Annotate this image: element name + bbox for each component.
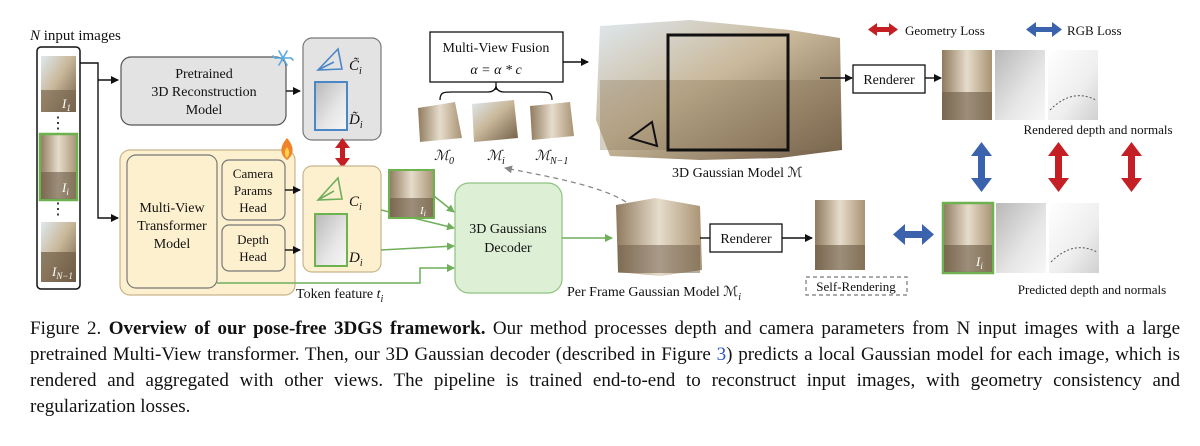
input-images-label: N input images	[29, 28, 121, 44]
input-ellipsis-top: ⋮	[50, 115, 66, 132]
camera-icon	[627, 120, 659, 148]
input-image-1: I1	[41, 56, 76, 113]
predicted-depth-normals-label: Predicted depth and normals	[1018, 282, 1166, 297]
geometry-loss-vertical-arrow-normal	[1121, 142, 1142, 192]
svg-text:Decoder: Decoder	[484, 241, 532, 256]
svg-text:Renderer: Renderer	[863, 73, 915, 88]
predicted-outputs-box: Ci Di	[302, 165, 382, 273]
gaussian-scene-image	[596, 20, 842, 160]
token-feature-label: Token feature ti	[296, 287, 384, 305]
svg-text:Renderer: Renderer	[720, 232, 772, 247]
caption-title: Overview of our pose-free 3DGS framework…	[108, 318, 486, 339]
svg-text:Params: Params	[234, 183, 272, 198]
input-image-n: IN−1	[41, 222, 76, 282]
svg-text:IN−1: IN−1	[51, 264, 73, 281]
caption-figure-ref[interactable]: 3	[716, 344, 727, 365]
partial-model-n: ℳN−1	[530, 102, 574, 167]
geometry-loss-vertical-arrow-depth	[1048, 142, 1069, 192]
svg-text:Geometry Loss: Geometry Loss	[905, 23, 985, 38]
svg-text:Model: Model	[154, 237, 191, 252]
self-rendering-frame	[805, 276, 908, 296]
svg-text:RGB Loss: RGB Loss	[1067, 23, 1122, 38]
svg-text:Ii: Ii	[975, 254, 983, 271]
predicted-depth-label: Di	[348, 250, 363, 269]
pretrained-outputs-box: C̃i D̃i	[302, 37, 382, 141]
camera-head-box: Camera Params Head	[221, 159, 286, 221]
fusion-box: Multi-View Fusion α = α * c	[429, 31, 564, 83]
self-rendered-image	[815, 200, 865, 270]
pretrained-depth-label: D̃i	[348, 112, 363, 131]
caption-body-2: ) predicts a local Gaussian model for ea…	[30, 344, 1180, 417]
input-image-i: Ii	[38, 132, 79, 202]
input-to-mvt-arrow	[80, 62, 119, 222]
partial-model-i: ℳi	[472, 100, 518, 167]
predicted-normal-image	[1049, 203, 1099, 273]
svg-text:3D Gaussians: 3D Gaussians	[469, 222, 546, 237]
figure-caption: Figure 2. Overview of our pose-free 3DGS…	[30, 316, 1180, 420]
svg-text:Head: Head	[239, 200, 267, 215]
depth-to-decoder-arrow	[380, 242, 455, 251]
svg-text:Pretrained: Pretrained	[175, 67, 233, 82]
svg-text:ℳ0: ℳ0	[434, 149, 454, 167]
per-frame-gaussian-image	[616, 198, 702, 276]
fusion-brace	[439, 85, 553, 101]
svg-text:Transformer: Transformer	[137, 219, 207, 234]
gaussians-decoder-box: 3D Gaussians Decoder	[454, 182, 563, 294]
rendered-normal-image	[1048, 50, 1098, 120]
legend-geometry: Geometry Loss	[868, 23, 985, 38]
svg-text:Head: Head	[239, 249, 267, 264]
svg-text:α = α * c: α = α * c	[470, 63, 522, 78]
caption-body-1: Our method processes depth and camera pa…	[30, 318, 1181, 365]
partial-model-0: ℳ0	[418, 102, 462, 167]
camera-icon	[316, 176, 343, 201]
predicted-camera-label: Ci	[349, 194, 362, 213]
pretrained-camera-label: C̃i	[349, 57, 362, 77]
svg-text:Depth: Depth	[237, 232, 269, 247]
svg-text:I1: I1	[61, 96, 71, 113]
predicted-rgb-image: Ii	[941, 201, 995, 275]
svg-text:Ii: Ii	[61, 180, 69, 197]
input-ellipsis-bottom: ⋮	[50, 201, 66, 218]
renderer-bottom-box: Renderer	[709, 223, 783, 253]
pretrained-model-box: Pretrained 3D Reconstruction Model	[120, 56, 287, 126]
geometry-loss-arrow-left	[335, 138, 350, 168]
fire-icon	[281, 138, 293, 160]
gaussian-model-label: 3D Gaussian Model ℳ	[672, 166, 802, 181]
image-to-decoder-arrow	[433, 195, 455, 213]
per-frame-to-fusion-dashed-arrow	[504, 165, 627, 203]
renderer-top-box: Renderer	[852, 64, 926, 94]
per-frame-model-label: Per Frame Gaussian Model ℳi	[567, 285, 741, 303]
svg-text:Multi-View Fusion: Multi-View Fusion	[443, 41, 550, 56]
legend-rgb: RGB Loss	[1026, 22, 1122, 38]
depth-head-box: Depth Head	[221, 224, 286, 272]
rendered-depth-image	[995, 50, 1045, 120]
svg-text:Camera: Camera	[233, 166, 274, 181]
svg-text:ℳN−1: ℳN−1	[535, 149, 568, 167]
svg-text:3D Reconstruction: 3D Reconstruction	[151, 85, 256, 100]
svg-text:ℳi: ℳi	[487, 149, 505, 167]
mvt-model-box: Multi-View Transformer Model	[126, 154, 218, 289]
snowflake-icon	[272, 50, 294, 66]
predicted-depth-image	[996, 203, 1046, 273]
caption-prefix: Figure 2.	[30, 318, 102, 339]
svg-text:Multi-View: Multi-View	[139, 201, 205, 216]
token-feature-arrow	[217, 264, 455, 284]
rendered-rgb-image	[942, 50, 992, 120]
rendered-depth-normals-label: Rendered depth and normals	[1023, 122, 1172, 137]
rgb-loss-horizontal-arrow	[893, 224, 934, 245]
rgb-loss-vertical-arrow	[971, 142, 992, 192]
svg-text:Ii: Ii	[419, 205, 426, 218]
camera-icon	[316, 47, 343, 71]
self-rendering-label: Self-Rendering	[816, 279, 896, 294]
decoder-input-image: Ii	[388, 169, 435, 219]
svg-text:Model: Model	[186, 103, 223, 118]
